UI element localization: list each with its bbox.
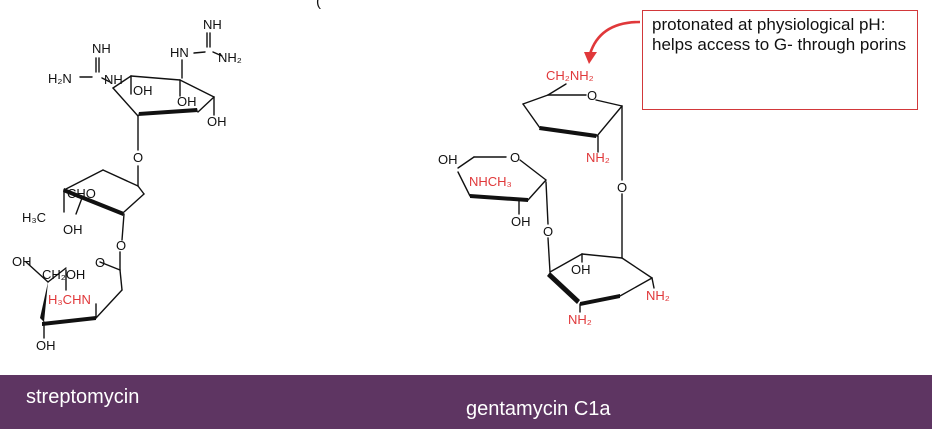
atom-o-ring-top: O — [587, 88, 597, 103]
atom-oh-g: OH — [438, 152, 458, 167]
atom-nh2-a: NH₂ — [586, 150, 610, 165]
header-fragment: ( — [316, 0, 321, 10]
atom-h2n-left: H₂N — [48, 71, 72, 86]
atom-oh-d: OH — [63, 222, 83, 237]
gentamycin-structure — [457, 83, 655, 313]
atom-oh-c: OH — [207, 114, 227, 129]
atom-ch3: H₃C — [22, 210, 46, 225]
atom-oh-f: OH — [36, 338, 56, 353]
caption-bar — [0, 375, 932, 429]
atom-o-ring-left: O — [510, 150, 520, 165]
atom-o-link-b: O — [543, 224, 553, 239]
atom-nh-top: NH — [203, 17, 222, 32]
atom-h3chn: H₃CHN — [48, 292, 91, 307]
atom-oh-a: OH — [133, 83, 153, 98]
gentamycin-labels: CH₂NH₂ O NH₂ O OH O NHCH₃ OH O OH NH₂ NH… — [438, 68, 670, 327]
atom-o-ring: O — [95, 255, 105, 270]
atom-nh2-c: NH₂ — [568, 312, 592, 327]
streptomycin-structure — [25, 32, 223, 339]
streptomycin-labels: NH NH H₂N NH HN NH₂ OH OH OH O CHO H₃C O… — [12, 17, 242, 353]
callout-arrow — [584, 20, 641, 64]
callout-text: protonated at physiological pH: helps ac… — [652, 15, 907, 54]
atom-nh-left: NH — [104, 72, 123, 87]
atom-ch2oh: CH₂OH — [42, 267, 85, 282]
atom-o-link1: O — [133, 150, 143, 165]
atom-ch2nh2: CH₂NH₂ — [546, 68, 594, 83]
label-gentamycin: gentamycin C1a — [466, 398, 611, 420]
atom-oh-i: OH — [571, 262, 591, 277]
atom-o-link2: O — [116, 238, 126, 253]
atom-cho: CHO — [67, 186, 96, 201]
atom-oh-b: OH — [177, 94, 197, 109]
atom-oh-e: OH — [12, 254, 32, 269]
label-streptomycin: streptomycin — [26, 386, 140, 408]
atom-nh-left-imine: NH — [92, 41, 111, 56]
atom-nhch3: NHCH₃ — [469, 174, 512, 189]
atom-hn-right: HN — [170, 45, 189, 60]
atom-oh-h: OH — [511, 214, 531, 229]
atom-o-link-a: O — [617, 180, 627, 195]
atom-nh2-right: NH₂ — [218, 50, 242, 65]
atom-nh2-b: NH₂ — [646, 288, 670, 303]
callout-box: protonated at physiological pH: helps ac… — [642, 10, 918, 110]
